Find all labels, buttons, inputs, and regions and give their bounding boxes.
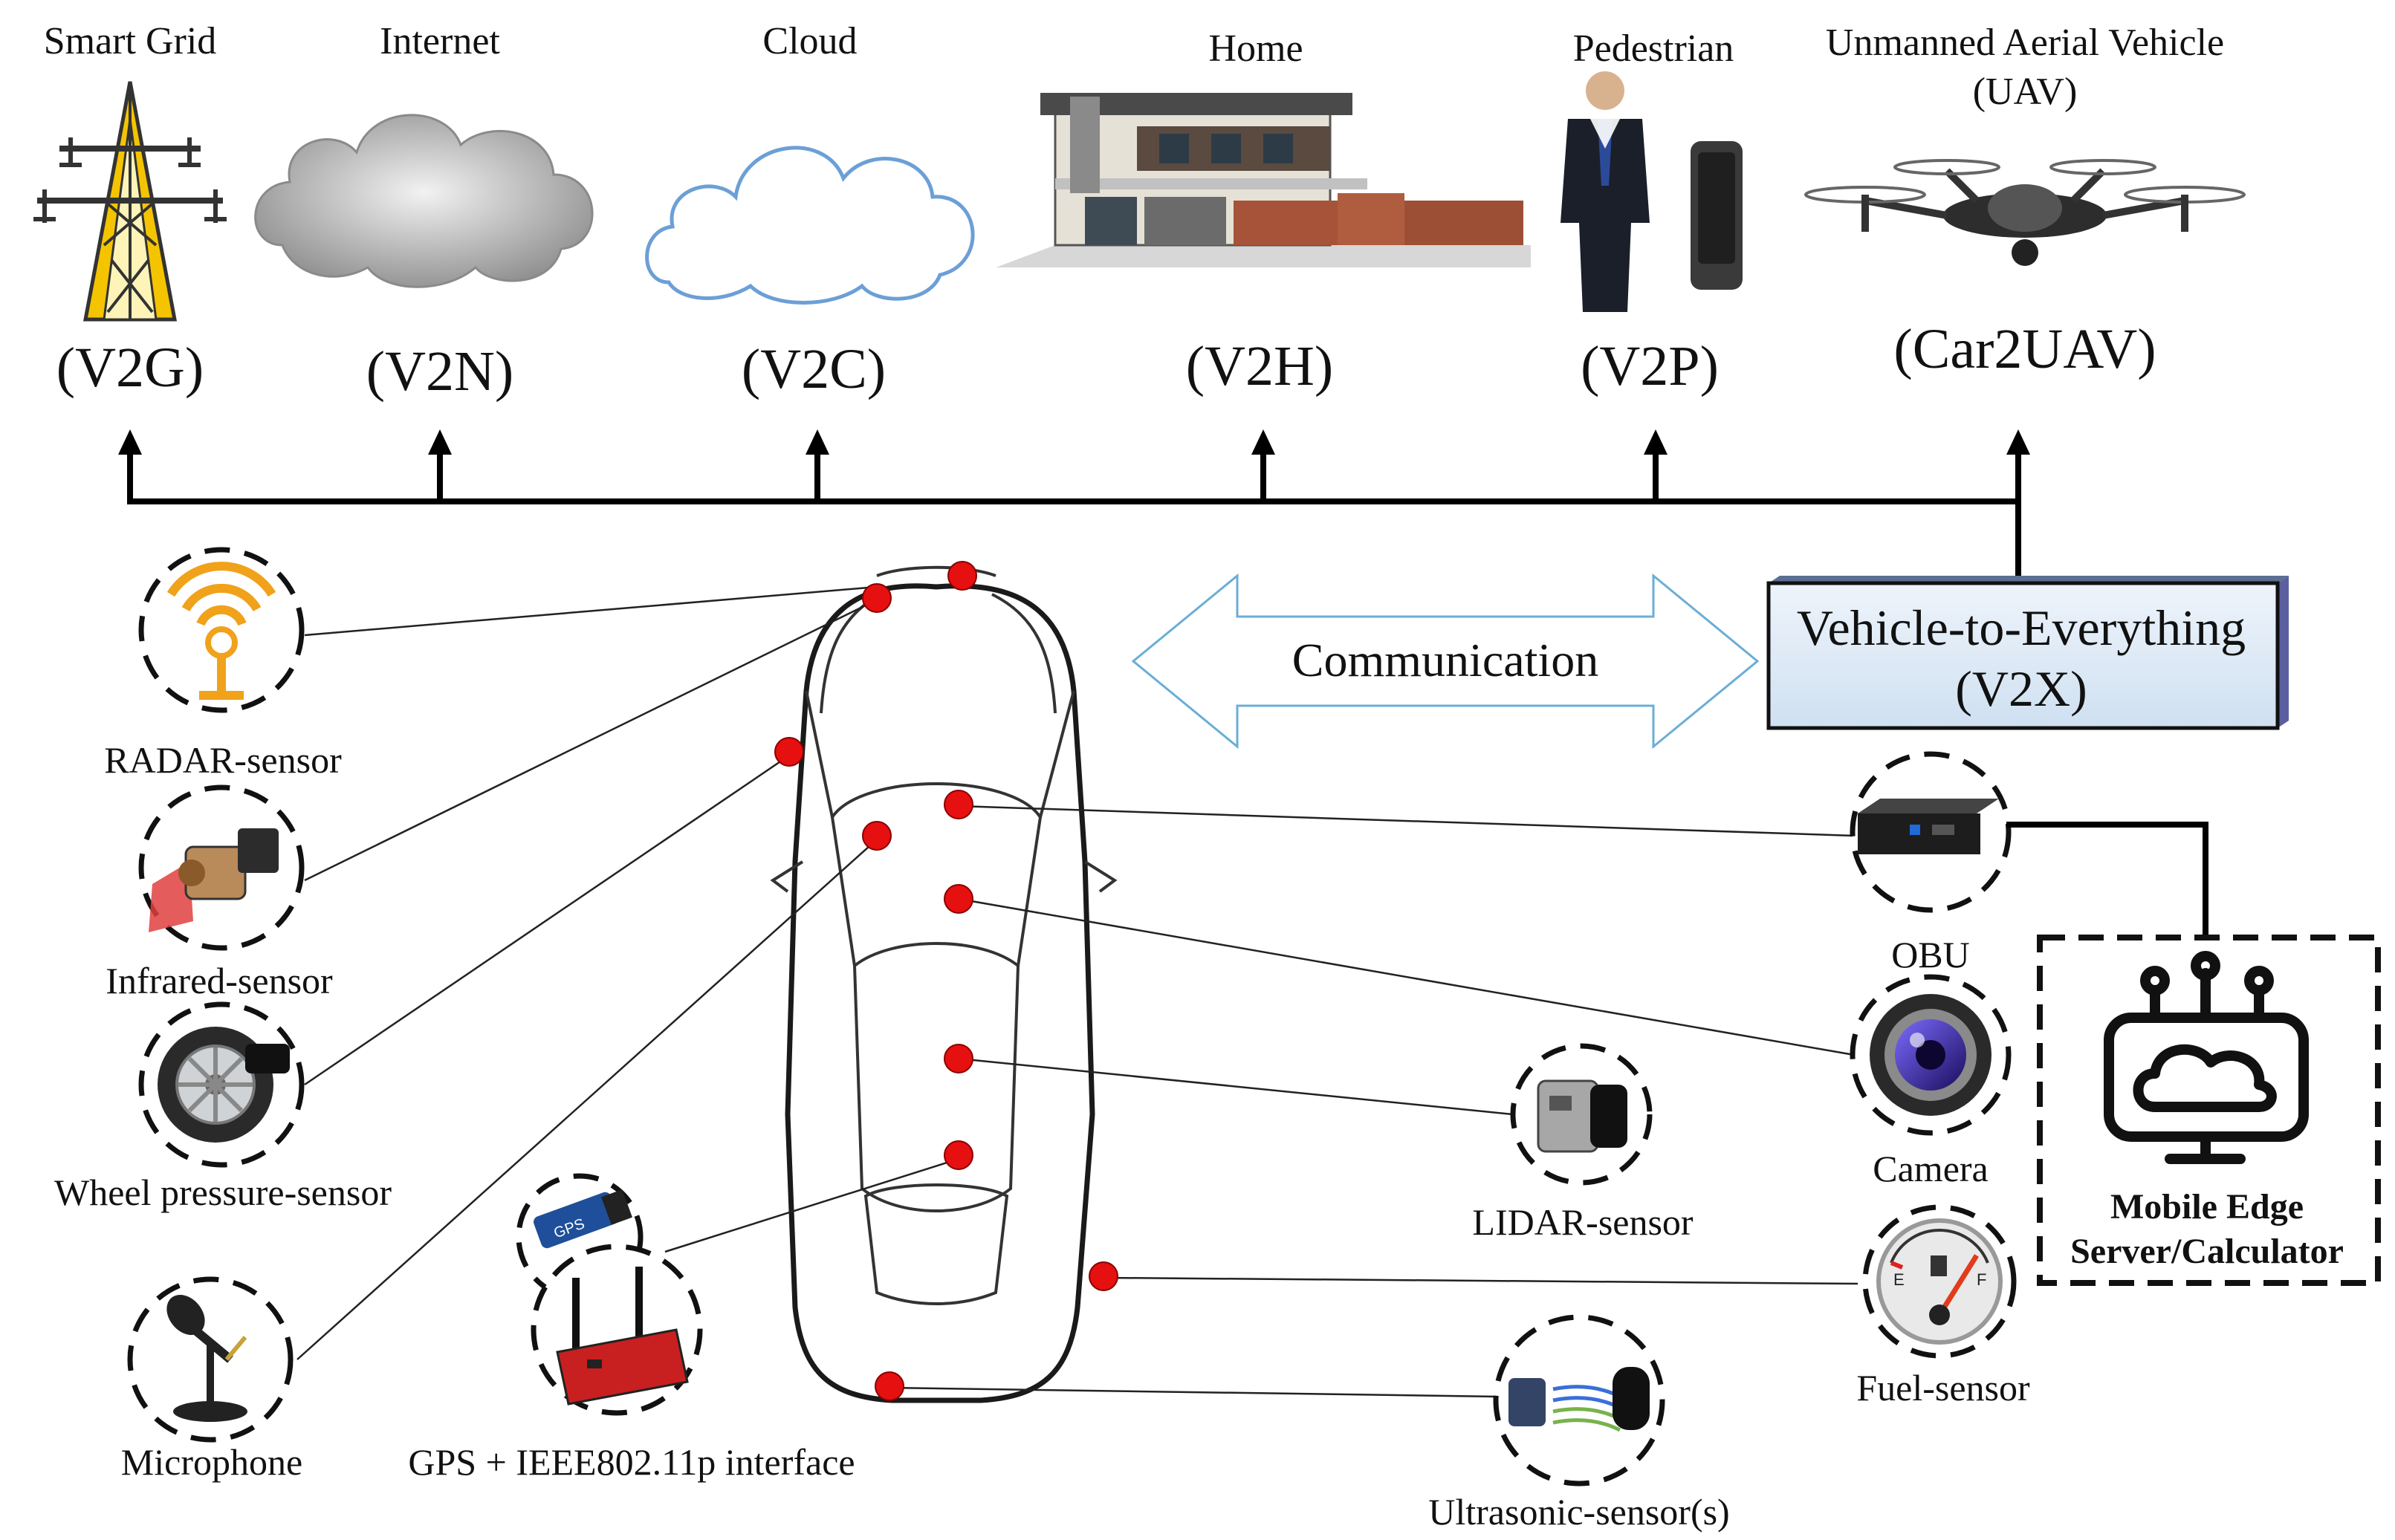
obu-label: OBU: [1891, 934, 1970, 975]
ultrasonic-label: Ultrasonic-sensor(s): [1428, 1491, 1729, 1533]
internet-cloud-icon: [254, 114, 594, 288]
uav-abbr-label: (UAV): [1973, 71, 2078, 113]
power-tower-icon: [33, 81, 227, 322]
wheel-pressure-sensor: Wheel pressure-sensor: [54, 1001, 392, 1213]
radar-icon: [166, 562, 276, 700]
infrared-sensor: Infrared-sensor: [106, 784, 333, 1001]
sensor-wires: [296, 585, 1858, 1398]
pedestrian-icon: [1561, 71, 1743, 312]
sensor-dot-ultrasonic: [875, 1371, 904, 1401]
sensor-dot-front-left: [862, 583, 892, 613]
mec-line1: Mobile Edge: [2110, 1187, 2304, 1227]
radar-sensor: RADAR-sensor: [104, 547, 342, 781]
gps-antenna-icon: GPS: [534, 1189, 632, 1249]
camera-lens-icon: [1870, 994, 1991, 1116]
sensor-dot-camera: [944, 884, 973, 914]
svg-text:E: E: [1893, 1270, 1905, 1289]
v2p-code: (V2P): [1581, 335, 1719, 397]
infrared-icon: [149, 828, 279, 932]
v2h-code: (V2H): [1186, 335, 1333, 397]
uav-label: Unmanned Aerial Vehicle: [1826, 22, 2224, 64]
car-outline: [770, 565, 1118, 1403]
sensor-dot-obu: [944, 790, 973, 819]
obu-unit: OBU: [1850, 751, 2012, 975]
radar-label: RADAR-sensor: [104, 739, 342, 781]
v2n-code: (V2N): [366, 340, 513, 403]
sensor-dot-mic: [862, 821, 892, 851]
car2uav-code: (Car2UAV): [1893, 318, 2156, 380]
ultrasonic-sensor: Ultrasonic-sensor(s): [1428, 1314, 1730, 1533]
ultrasonic-icon: [1508, 1367, 1650, 1432]
microphone-label: Microphone: [121, 1441, 302, 1483]
camera-label: Camera: [1873, 1148, 1988, 1189]
mec-server: Mobile Edge Server/Calculator: [2006, 822, 2381, 1286]
v2x-bus: [118, 429, 2030, 594]
pedestrian-label: Pedestrian: [1573, 27, 1734, 70]
sensor-dot-lidar: [944, 1044, 973, 1073]
mec-line2: Server/Calculator: [2070, 1232, 2344, 1271]
smart-grid-label: Smart Grid: [44, 20, 217, 62]
sensor-dot-roof: [947, 561, 977, 591]
sensor-dots: [774, 561, 1118, 1401]
fuel-gauge-icon: E F: [1876, 1218, 2003, 1345]
tire-icon: [158, 1027, 290, 1143]
cloud-icon: [645, 146, 975, 305]
gps-interface: GPS GPS + IEEE802.11p interface: [408, 1173, 855, 1483]
v2c-code: (V2C): [742, 338, 886, 400]
wheel-pressure-label: Wheel pressure-sensor: [54, 1172, 392, 1213]
svg-text:F: F: [1977, 1270, 1986, 1289]
gps-label: GPS + IEEE802.11p interface: [408, 1441, 855, 1483]
sensor-dot-fuel: [1089, 1261, 1118, 1291]
v2x-line1: Vehicle-to-Everything: [1797, 600, 2246, 656]
cloud-label: Cloud: [762, 20, 857, 62]
lidar-label: LIDAR-sensor: [1472, 1201, 1694, 1243]
sensor-dot-gps: [944, 1140, 973, 1170]
fuel-sensor: E F Fuel-sensor: [1856, 1204, 2030, 1409]
v2x-line2: (V2X): [1955, 660, 2087, 717]
v2x-box: Vehicle-to-Everything (V2X): [1766, 576, 2289, 730]
drone-icon: [1804, 159, 2246, 266]
obu-device-icon: [1858, 799, 1999, 854]
fuel-label: Fuel-sensor: [1856, 1367, 2030, 1409]
sensor-dot-side: [774, 737, 804, 767]
router-icon: [556, 1267, 689, 1406]
house-icon: [996, 93, 1531, 267]
camera-sensor: Camera: [1850, 974, 2012, 1189]
lidar-icon: [1537, 1079, 1627, 1153]
cloud-server-icon: [2104, 951, 2309, 1164]
microphone-sensor: Microphone: [121, 1276, 302, 1483]
internet-label: Internet: [380, 20, 500, 62]
communication-label: Communication: [1292, 634, 1598, 686]
infrared-label: Infrared-sensor: [106, 960, 333, 1001]
v2g-code: (V2G): [56, 337, 204, 399]
lidar-sensor: LIDAR-sensor: [1472, 1043, 1694, 1243]
home-label: Home: [1208, 27, 1303, 70]
communication-arrow: Communication: [1131, 573, 1760, 750]
microphone-icon: [166, 1295, 247, 1422]
